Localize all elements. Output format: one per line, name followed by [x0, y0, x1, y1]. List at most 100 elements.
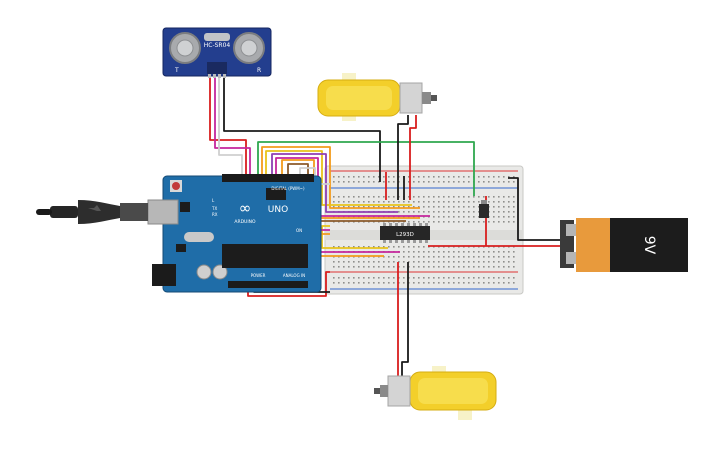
breadboard-hole: [448, 181, 450, 183]
breadboard-hole: [438, 221, 440, 223]
breadboard-hole: [423, 196, 425, 198]
breadboard-hole: [513, 201, 515, 203]
breadboard-hole: [483, 256, 485, 258]
breadboard-hole: [418, 256, 420, 258]
breadboard-hole: [413, 211, 415, 213]
breadboard-hole: [493, 216, 495, 218]
breadboard-hole: [383, 277, 385, 279]
breadboard-hole: [408, 261, 410, 263]
breadboard-hole: [503, 196, 505, 198]
breadboard-hole: [478, 176, 480, 178]
breadboard-hole: [383, 261, 385, 263]
breadboard-hole: [463, 282, 465, 284]
breadboard-hole: [498, 216, 500, 218]
breadboard-hole: [468, 251, 470, 253]
sensor-receive-mark: R: [257, 67, 261, 74]
breadboard-hole: [463, 176, 465, 178]
breadboard-hole: [488, 251, 490, 253]
breadboard-hole: [513, 266, 515, 268]
breadboard-hole: [508, 266, 510, 268]
dc-motor-top: [317, 73, 437, 121]
breadboard-hole: [358, 196, 360, 198]
breadboard-hole: [498, 277, 500, 279]
breadboard-hole: [458, 176, 460, 178]
wire-sensor-trig: [214, 76, 251, 176]
breadboard-hole: [398, 201, 400, 203]
breadboard-hole: [398, 206, 400, 208]
breadboard-hole: [508, 206, 510, 208]
breadboard-hole: [473, 216, 475, 218]
chip-pin: [389, 223, 392, 226]
breadboard-hole: [498, 282, 500, 284]
breadboard-hole: [493, 206, 495, 208]
breadboard-hole: [413, 246, 415, 248]
breadboard-hole: [403, 282, 405, 284]
breadboard-hole: [438, 282, 440, 284]
breadboard-hole: [373, 176, 375, 178]
breadboard-hole: [493, 251, 495, 253]
breadboard-hole: [463, 277, 465, 279]
breadboard-hole: [428, 251, 430, 253]
battery-voltage-label: 9V: [641, 236, 657, 255]
wire-motor-top-black: [397, 115, 409, 200]
breadboard-hole: [473, 211, 475, 213]
breadboard-hole: [343, 246, 345, 248]
breadboard-hole: [433, 176, 435, 178]
breadboard-hole: [378, 261, 380, 263]
breadboard-hole: [353, 261, 355, 263]
breadboard-hole: [503, 282, 505, 284]
breadboard-hole: [418, 176, 420, 178]
breadboard-hole: [478, 216, 480, 218]
breadboard-hole: [498, 181, 500, 183]
breadboard-hole: [428, 261, 430, 263]
breadboard-hole: [418, 206, 420, 208]
breadboard-hole: [388, 176, 390, 178]
breadboard-hole: [458, 282, 460, 284]
breadboard-hole: [503, 261, 505, 263]
breadboard-hole: [503, 251, 505, 253]
breadboard-hole: [348, 201, 350, 203]
breadboard-hole: [403, 266, 405, 268]
breadboard-hole: [378, 282, 380, 284]
breadboard-hole: [403, 261, 405, 263]
breadboard-hole: [473, 282, 475, 284]
breadboard-hole: [378, 266, 380, 268]
breadboard-hole: [488, 282, 490, 284]
breadboard-hole: [488, 266, 490, 268]
breadboard-hole: [418, 211, 420, 213]
wire-sensor-vcc: [209, 76, 247, 176]
breadboard-hole: [368, 181, 370, 183]
breadboard-hole: [413, 266, 415, 268]
breadboard-hole: [508, 282, 510, 284]
chip-pin: [419, 240, 422, 243]
breadboard-hole: [498, 251, 500, 253]
breadboard-hole: [513, 196, 515, 198]
breadboard-hole: [513, 211, 515, 213]
breadboard-hole: [508, 216, 510, 218]
breadboard-hole: [463, 206, 465, 208]
breadboard-hole: [363, 277, 365, 279]
breadboard-hole: [478, 277, 480, 279]
breadboard-hole: [338, 246, 340, 248]
breadboard-hole: [443, 266, 445, 268]
breadboard-hole: [483, 266, 485, 268]
breadboard-hole: [443, 251, 445, 253]
breadboard-hole: [378, 246, 380, 248]
breadboard-hole: [383, 246, 385, 248]
breadboard-hole: [488, 176, 490, 178]
breadboard-hole: [463, 261, 465, 263]
breadboard-hole: [403, 201, 405, 203]
breadboard-hole: [338, 176, 340, 178]
breadboard-hole: [383, 266, 385, 268]
chip-pin: [395, 223, 398, 226]
breadboard-hole: [438, 277, 440, 279]
breadboard-hole: [393, 266, 395, 268]
breadboard-hole: [493, 201, 495, 203]
breadboard-hole: [333, 261, 335, 263]
breadboard-hole: [348, 196, 350, 198]
breadboard-hole: [473, 261, 475, 263]
breadboard-hole: [438, 196, 440, 198]
breadboard-hole: [393, 201, 395, 203]
breadboard-hole: [488, 181, 490, 183]
